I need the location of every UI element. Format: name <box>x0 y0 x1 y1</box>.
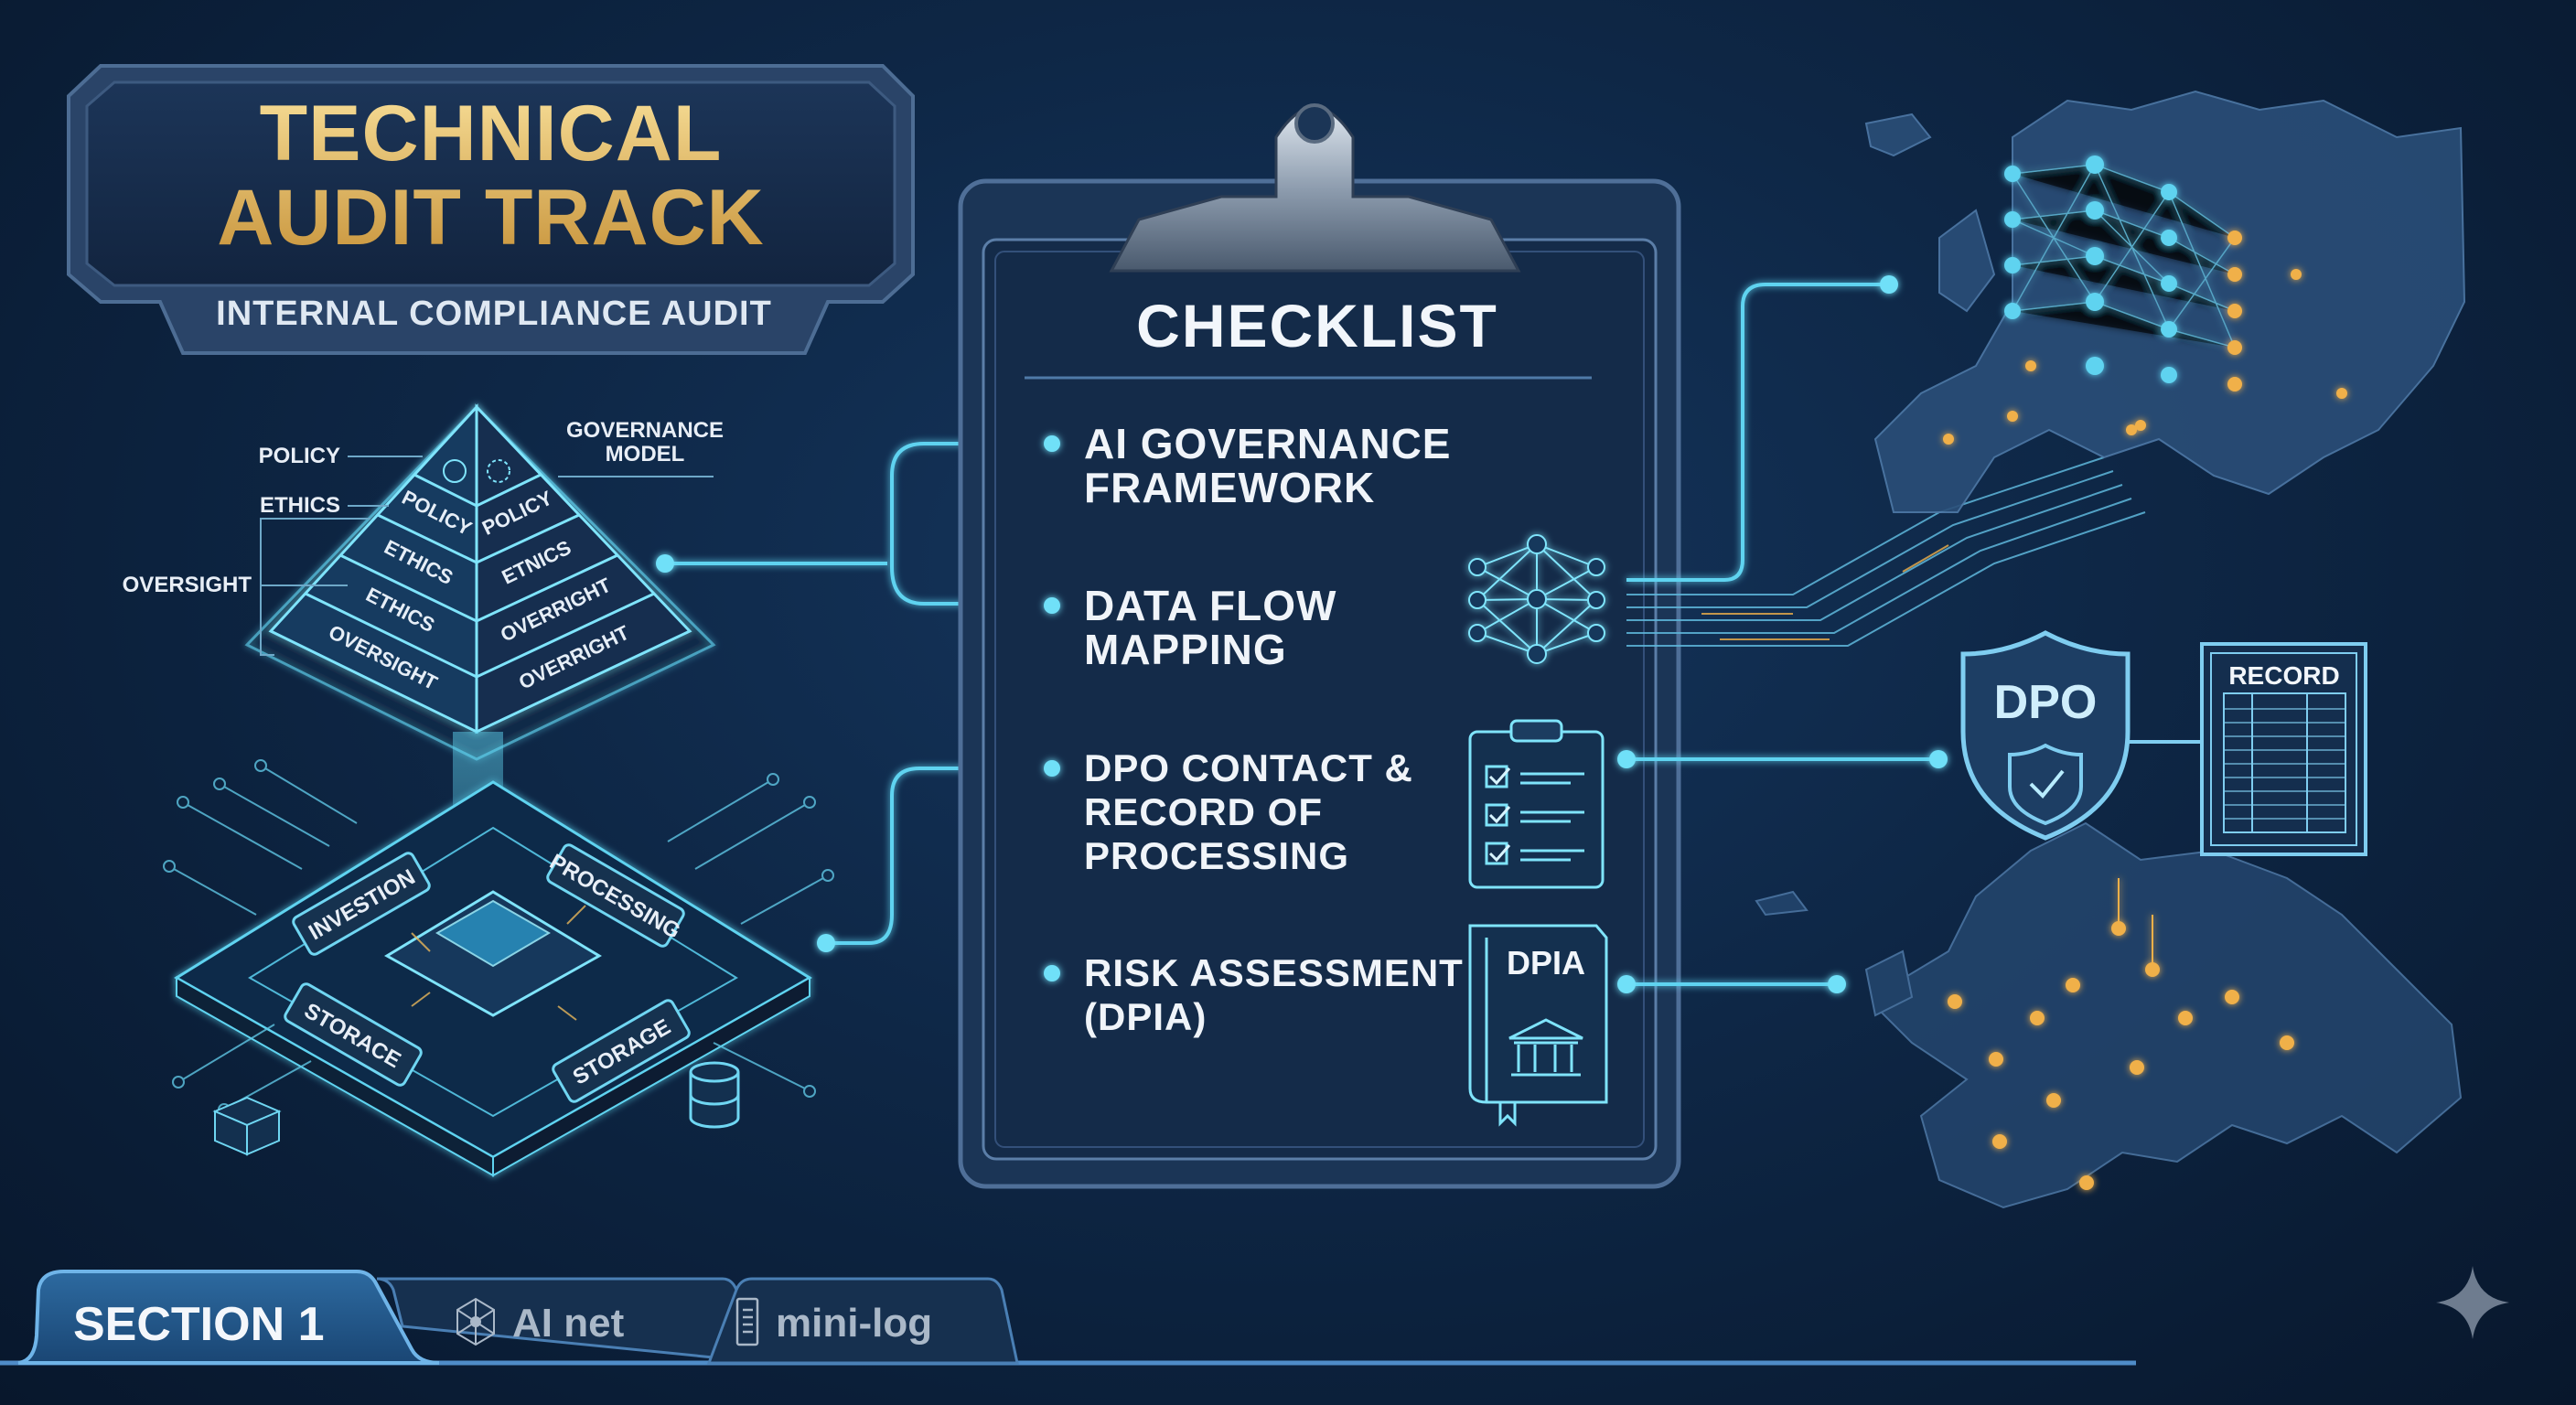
map-neural-network <box>1943 156 2347 445</box>
item-line: AI GOVERNANCE <box>1084 420 1452 467</box>
connector-lines-left <box>665 442 1052 945</box>
item-line: DATA FLOW <box>1084 582 1337 629</box>
governance-label-line: MODEL <box>605 442 685 467</box>
checklist-item-data-flow[interactable]: DATA FLOW MAPPING <box>1084 584 1336 671</box>
title-line-1: TECHNICAL <box>259 90 723 177</box>
log-document-icon <box>735 1297 759 1346</box>
sparkle-icon <box>2436 1266 2509 1339</box>
clipboard-checklist-icon <box>1468 719 1605 889</box>
side-label-ethics: ETHICS <box>259 493 340 518</box>
europe-map-lower <box>1755 821 2463 1209</box>
item-line: (DPIA) <box>1084 995 1208 1038</box>
item-line: PROCESSING <box>1084 834 1350 877</box>
neural-network-icon <box>1468 534 1605 664</box>
governance-model-label: GOVERNANCE MODEL <box>549 419 741 467</box>
checklist-bullets <box>1044 435 1060 981</box>
dpo-shield-icon <box>1960 630 2131 841</box>
tab-mini-log[interactable]: mini-log <box>776 1301 933 1346</box>
page-title: TECHNICAL AUDIT TRACK <box>69 91 913 260</box>
connector-dot <box>817 934 835 952</box>
item-line: DPO CONTACT & <box>1084 746 1413 789</box>
item-line: MAPPING <box>1084 626 1287 673</box>
server-stack-icon <box>212 1096 282 1156</box>
item-line: FRAMEWORK <box>1084 464 1376 511</box>
shield-gear-icon <box>443 459 467 483</box>
record-title: RECORD <box>2228 661 2339 690</box>
dpia-book-icon <box>1468 924 1608 1127</box>
dpia-icon-label: DPIA <box>1507 944 1585 981</box>
gear-icon <box>487 459 510 483</box>
governance-pyramid <box>244 403 716 761</box>
checklist-item-ai-governance[interactable]: AI GOVERNANCE FRAMEWORK <box>1084 422 1451 509</box>
circuit-traces <box>163 759 834 1116</box>
checklist-title: CHECKLIST <box>1136 292 1498 359</box>
tab-section-1[interactable]: SECTION 1 <box>73 1298 325 1351</box>
connector-lines-right <box>1626 283 1938 986</box>
clipboard-clip <box>1109 103 1521 273</box>
checklist-item-risk-assessment[interactable]: RISK ASSESSMENT (DPIA) <box>1084 951 1464 1039</box>
page-subtitle: INTERNAL COMPLIANCE AUDIT <box>216 295 772 333</box>
title-line-2: AUDIT TRACK <box>217 174 765 262</box>
side-label-oversight: OVERSIGHT <box>122 573 252 597</box>
title-plaque <box>67 64 915 355</box>
data-flow-streams <box>1626 456 2146 647</box>
item-line: RISK ASSESSMENT <box>1084 951 1464 994</box>
checklist-item-dpo-contact[interactable]: DPO CONTACT & RECORD OF PROCESSING <box>1084 746 1413 878</box>
side-label-policy: POLICY <box>258 444 340 468</box>
network-icon <box>456 1297 495 1346</box>
database-icon <box>689 1061 740 1129</box>
tab-ai-net[interactable]: AI net <box>512 1301 625 1346</box>
pyramid-leader-lines <box>260 456 714 656</box>
connector-dot <box>656 554 674 573</box>
dpo-badge-label: DPO <box>1994 676 2098 729</box>
connector-end-dots <box>1617 275 1948 993</box>
record-document-icon <box>2200 642 2367 856</box>
map-location-pins <box>1948 878 2294 1190</box>
europe-map-upper <box>1864 90 2466 513</box>
data-platform <box>174 780 812 1177</box>
item-line: RECORD OF <box>1084 790 1323 833</box>
governance-label-line: GOVERNANCE <box>565 418 724 443</box>
